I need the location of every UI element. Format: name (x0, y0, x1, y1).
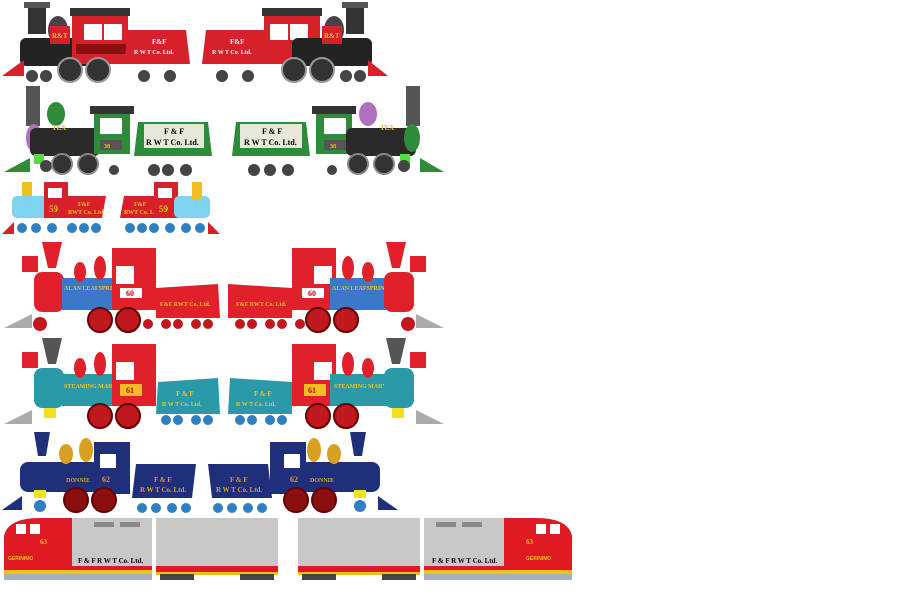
tender-left: F&F RWT Co. Ltd. (156, 284, 220, 329)
svg-text:TEX: TEX (52, 124, 66, 132)
tender-right: F&F R W T Co. Ltd. (202, 30, 268, 82)
svg-text:DONNIE: DONNIE (310, 478, 334, 484)
tender-right: F & F R W T Co. Ltd. (228, 378, 292, 425)
svg-text:F & F: F & F (254, 390, 272, 398)
svg-text:61: 61 (126, 386, 134, 395)
engine-left: 63 GERINIMO F & F R W T Co. Ltd. (4, 518, 152, 580)
train-blue-59: 59 F&F RWT Co. Ltd. F&F RWT Co. Ltd. 59 (2, 182, 220, 234)
train-row-5: STEAMING MARY 61 F & F R W T Co. Ltd. F … (0, 334, 900, 432)
svg-text:STEAMING MARY: STEAMING MARY (334, 384, 387, 390)
engine-left: STEAMING MARY 61 (4, 338, 156, 429)
train-row-2: TEX 38 F & F R W T Co. Ltd. F & F R W T … (0, 84, 900, 180)
engine-right: 38 TEX (312, 86, 444, 175)
train-steaming-mary: STEAMING MARY 61 F & F R W T Co. Ltd. F … (4, 338, 444, 429)
svg-text:61: 61 (308, 386, 316, 395)
svg-text:R W T Co. Ltd.: R W T Co. Ltd. (212, 50, 252, 56)
tender-left: F & F R W T Co. Ltd. (134, 122, 212, 176)
train-donnie: DONNIE 62 F & F R W T Co. Ltd. F & F R W… (2, 432, 398, 513)
tender-right: F&F RWT Co. Ltd. (228, 284, 292, 329)
coach-right (298, 518, 420, 580)
svg-text:ALAN LEAFSPRING: ALAN LEAFSPRING (332, 286, 390, 292)
tender-right: F&F RWT Co. Ltd. (120, 196, 164, 233)
svg-text:59: 59 (159, 204, 169, 214)
engine-right: 61 STEAMING MARY (292, 338, 444, 429)
train-row-4: ALAN LEAFSPRING 60 F&F RWT Co. Ltd. F&F … (0, 238, 900, 336)
svg-text:F&F: F&F (230, 38, 244, 46)
svg-text:R&T: R&T (324, 32, 340, 40)
svg-text:F & F: F & F (164, 127, 184, 136)
svg-text:RWT Co. Ltd.: RWT Co. Ltd. (68, 210, 105, 216)
svg-text:F & F R W T Co. Ltd.: F & F R W T Co. Ltd. (432, 557, 498, 565)
svg-text:63: 63 (40, 538, 48, 546)
svg-text:62: 62 (102, 475, 110, 484)
tender-left: F & F R W T Co. Ltd. (156, 378, 220, 425)
svg-text:60: 60 (126, 289, 134, 298)
tender-left: F&F R W T Co. Ltd. (124, 30, 190, 82)
svg-text:R W T Co. Ltd.: R W T Co. Ltd. (146, 138, 199, 147)
svg-text:GERINIMO: GERINIMO (526, 556, 551, 562)
svg-text:DONNIE: DONNIE (66, 478, 90, 484)
svg-text:59: 59 (49, 204, 59, 214)
svg-text:ALAN LEAFSPRING: ALAN LEAFSPRING (64, 286, 122, 292)
svg-text:R W T Co. Ltd.: R W T Co. Ltd. (244, 138, 297, 147)
svg-text:62: 62 (290, 475, 298, 484)
coach-left (156, 518, 278, 580)
svg-text:F&F RWT Co. Ltd.: F&F RWT Co. Ltd. (236, 302, 287, 308)
svg-text:F & F: F & F (262, 127, 282, 136)
train-red-black: R&T F&F R W T Co. Ltd. F&F R W T Co. Ltd… (2, 2, 388, 83)
engine-left: DONNIE 62 (2, 432, 130, 513)
train-row-6: DONNIE 62 F & F R W T Co. Ltd. F & F R W… (0, 430, 900, 516)
svg-text:38: 38 (330, 144, 336, 150)
svg-text:63: 63 (526, 538, 534, 546)
svg-text:F&F: F&F (152, 38, 166, 46)
train-green-tex: TEX 38 F & F R W T Co. Ltd. F & F R W T … (4, 86, 444, 176)
svg-text:R W T Co. Ltd.: R W T Co. Ltd. (236, 402, 276, 408)
svg-text:RWT Co. Ltd.: RWT Co. Ltd. (124, 210, 161, 216)
svg-text:F&F RWT Co. Ltd.: F&F RWT Co. Ltd. (160, 302, 211, 308)
svg-text:GERINIMO: GERINIMO (8, 556, 33, 562)
train-gerinimo: 63 GERINIMO F & F R W T Co. Ltd. 63 GERI… (4, 518, 572, 580)
svg-text:60: 60 (308, 289, 316, 298)
engine-left: R&T (2, 2, 130, 83)
engine-right: 63 GERINIMO F & F R W T Co. Ltd. (424, 518, 572, 580)
tender-right: F & F R W T Co. Ltd. (208, 464, 272, 513)
train-alan-leafspring: ALAN LEAFSPRING 60 F&F RWT Co. Ltd. F&F … (4, 242, 444, 333)
svg-text:R&T: R&T (52, 32, 68, 40)
svg-text:R W T Co. Ltd.: R W T Co. Ltd. (140, 486, 186, 494)
engine-right: 59 (154, 182, 220, 234)
engine-left: ALAN LEAFSPRING 60 (4, 242, 156, 333)
train-row-7: 63 GERINIMO F & F R W T Co. Ltd. 63 GERI… (0, 514, 900, 586)
svg-text:F & F R W T Co. Ltd.: F & F R W T Co. Ltd. (78, 557, 144, 565)
svg-text:F&F: F&F (134, 202, 147, 208)
engine-right: R&T (262, 2, 388, 83)
engine-left: 59 (2, 182, 68, 234)
svg-text:TEX: TEX (380, 124, 394, 132)
svg-text:R W T Co. Ltd.: R W T Co. Ltd. (134, 50, 174, 56)
engine-right: 60 ALAN LEAFSPRING (292, 242, 444, 333)
svg-text:F&F: F&F (78, 202, 91, 208)
svg-text:F & F: F & F (230, 476, 248, 484)
train-row-1: R&T F&F R W T Co. Ltd. F&F R W T Co. Ltd… (0, 0, 900, 85)
svg-text:R W T Co. Ltd.: R W T Co. Ltd. (162, 402, 202, 408)
engine-left: TEX 38 (4, 86, 134, 175)
svg-text:STEAMING MARY: STEAMING MARY (64, 384, 117, 390)
train-row-3: 59 F&F RWT Co. Ltd. F&F RWT Co. Ltd. 59 (0, 178, 900, 240)
tender-left: F&F RWT Co. Ltd. (62, 196, 106, 233)
tender-right: F & F R W T Co. Ltd. (232, 122, 310, 176)
svg-text:38: 38 (104, 144, 110, 150)
svg-text:R W T Co. Ltd.: R W T Co. Ltd. (216, 486, 262, 494)
svg-text:F & F: F & F (154, 476, 172, 484)
svg-text:F & F: F & F (176, 390, 194, 398)
engine-right: 62 DONNIE (270, 432, 398, 513)
tender-left: F & F R W T Co. Ltd. (132, 464, 196, 513)
